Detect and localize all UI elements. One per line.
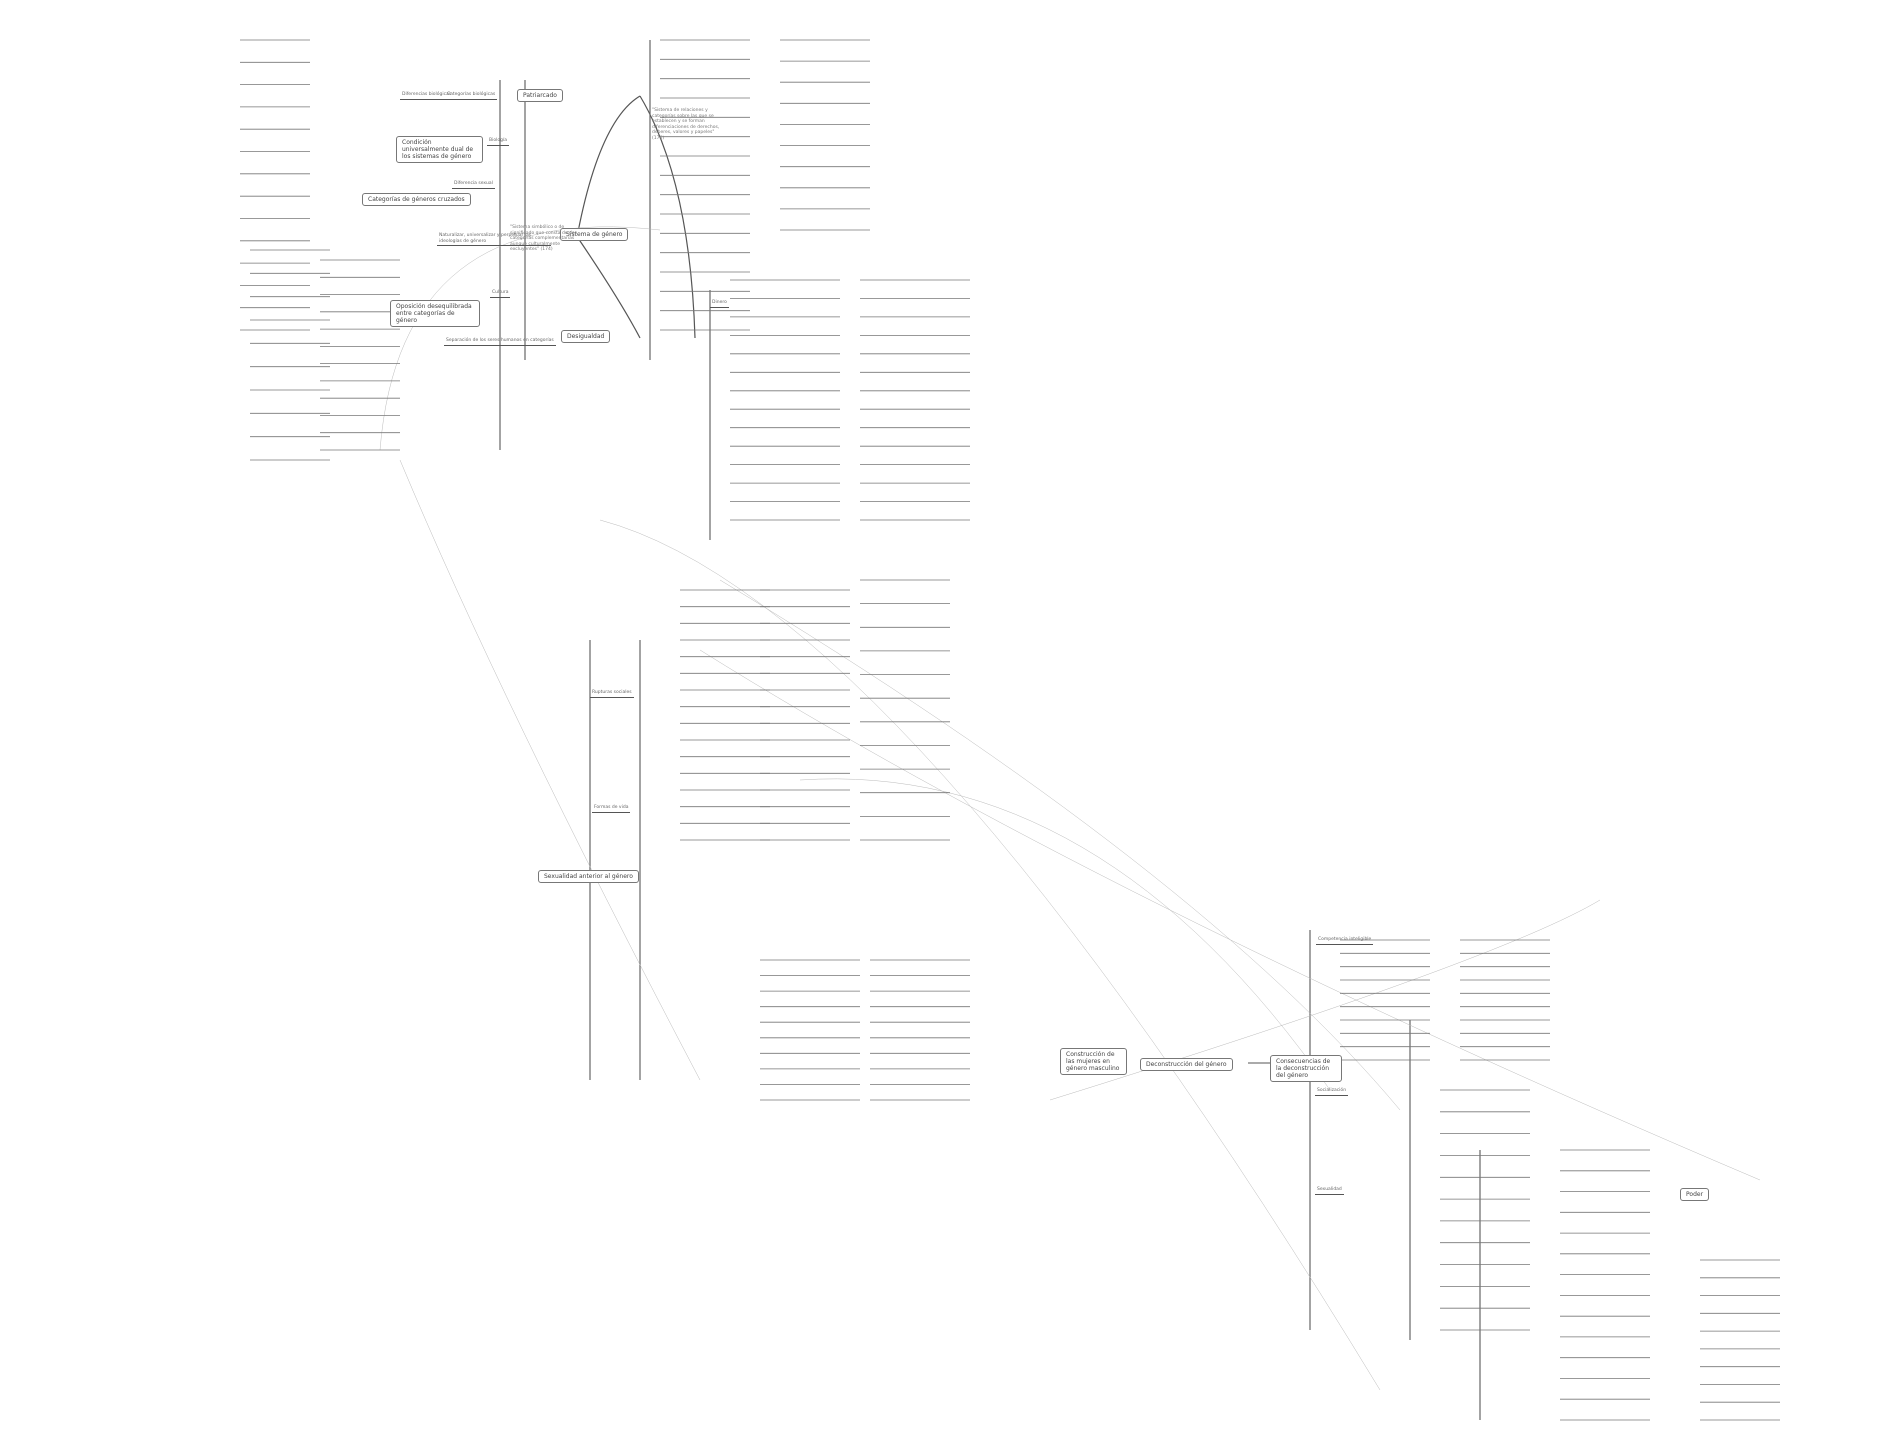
connector [699,649,1761,1181]
node-deconstruccion[interactable]: Deconstrucción del género [1140,1058,1233,1071]
branch-separacion[interactable]: Separación de los seres humanos en categ… [444,338,556,346]
node-desigualdad[interactable]: Desigualdad [561,330,611,343]
connector [399,459,701,1081]
branch-biologia[interactable]: Biología [487,138,509,146]
branch-cultura[interactable]: Cultura [490,290,511,298]
connector [379,226,661,451]
branch-competencia[interactable]: Competencia inteligible [1316,937,1374,945]
branch-categorias-biologicas[interactable]: Categorías biológicas [445,92,498,100]
node-condicion-universal[interactable]: Condición universalmente dual de los sis… [396,136,483,163]
node-patriarcado[interactable]: Patriarcado [517,89,563,102]
branch-diferencias-biologicas[interactable]: Diferencias biológicas [400,92,454,100]
curve-patriarcado-desigualdad [639,95,696,339]
branch-formas-vida[interactable]: Formas de vida [592,805,631,813]
branch-diferencia-sexual[interactable]: Diferencia sexual [452,181,495,189]
branch-sexualidad[interactable]: Sexualidad [1315,1187,1344,1195]
curve-sistema-patriarcado [577,95,641,233]
branch-rupturas[interactable]: Rupturas sociales [590,690,634,698]
node-oposicion[interactable]: Oposición desequilibrada entre categoría… [390,300,480,327]
branch-socializacion[interactable]: Socialización [1315,1088,1349,1096]
curve-sistema-desigualdad [577,237,641,339]
node-categorias-cruzados[interactable]: Categorías de géneros cruzados [362,193,471,206]
node-sistema-genero[interactable]: Sistema de género [560,228,629,241]
node-consecuencias[interactable]: Consecuencias de la deconstrucción del g… [1270,1055,1342,1082]
quote-patriarcado: "Sistema de relaciones y categorías sobr… [652,108,720,141]
branch-naturalizar[interactable]: Naturalizar, universalizar y perpetuar l… [437,233,551,246]
node-construccion-mujeres[interactable]: Construcción de las mujeres en género ma… [1060,1048,1127,1075]
branch-dinero[interactable]: Dinero [710,300,729,308]
quote-sistema-genero: "Sistema simbólico o de significado que … [510,225,577,252]
connector [799,778,1331,1091]
node-sexualidad-anterior[interactable]: Sexualidad anterior al género [538,870,639,883]
node-poder[interactable]: Poder [1680,1188,1710,1201]
connector [719,579,1401,1111]
connector [599,519,1381,1391]
